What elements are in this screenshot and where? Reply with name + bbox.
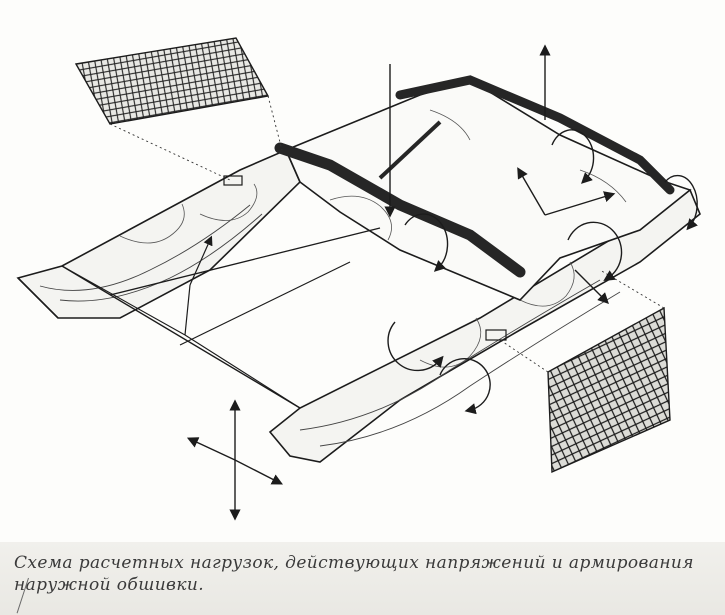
laminate-sample-top	[74, 37, 283, 181]
left-hull	[16, 148, 301, 319]
load-arrows	[186, 44, 616, 521]
caption-band	[0, 542, 725, 615]
catamaran-load-diagram	[16, 37, 701, 521]
laminate-sample-right	[499, 269, 671, 474]
rigging	[61, 227, 381, 409]
moment-arrows	[387, 129, 698, 415]
figure-caption: Схема расчетных нагрузок, действующих на…	[14, 553, 694, 595]
